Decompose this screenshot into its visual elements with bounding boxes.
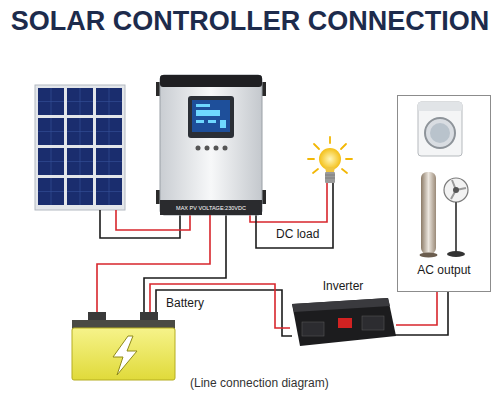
node-label: Battery xyxy=(166,296,269,310)
charge-controller xyxy=(156,75,266,215)
node-label: Inverter xyxy=(290,279,396,293)
inverter xyxy=(302,322,324,336)
wire-label: DC load xyxy=(276,227,319,241)
appliances xyxy=(444,178,468,202)
node-label: MAX PV VOLTAGE:230VDC xyxy=(156,205,266,212)
charge-controller xyxy=(160,75,262,215)
charge-controller xyxy=(214,146,219,151)
inverter xyxy=(338,318,352,328)
light-bulb xyxy=(308,158,314,160)
charge-controller xyxy=(160,75,262,87)
appliances xyxy=(418,102,462,111)
wire xyxy=(394,292,448,335)
light-bulb xyxy=(325,175,335,176)
charge-controller xyxy=(223,146,228,151)
wire-connector xyxy=(396,292,437,325)
wire xyxy=(256,183,333,248)
charge-controller xyxy=(205,146,210,151)
appliances xyxy=(418,102,468,258)
title-holder: SOLAR CONTROLLER CONNECTION xyxy=(0,6,500,37)
light-bulb xyxy=(325,167,335,172)
caption: (Line connection diagram) xyxy=(190,376,329,390)
charge-controller xyxy=(196,120,204,123)
node-label: AC output xyxy=(398,263,490,277)
light-bulb xyxy=(308,137,352,183)
solar-panel xyxy=(35,85,125,210)
appliances xyxy=(421,172,436,254)
charge-controller xyxy=(196,110,220,116)
light-bulb xyxy=(325,172,335,183)
charge-controller xyxy=(196,104,210,107)
charge-controller xyxy=(220,120,226,128)
light-bulb xyxy=(314,144,319,149)
inverter xyxy=(362,316,384,330)
appliances xyxy=(447,251,465,257)
light-bulb xyxy=(341,144,346,149)
wire-connector xyxy=(150,284,290,328)
solar-panel xyxy=(38,88,122,205)
battery-box: Battery xyxy=(72,312,175,380)
caption-holder: (Line connection diagram) xyxy=(190,376,329,390)
label-holder: DC load xyxy=(276,227,319,241)
light-bulb xyxy=(325,178,335,179)
inverter xyxy=(292,298,396,346)
appliances xyxy=(430,123,450,143)
wire xyxy=(156,290,292,336)
appliances xyxy=(453,187,459,193)
ac-output-box: AC output xyxy=(397,95,491,292)
appliances xyxy=(425,118,455,148)
battery xyxy=(72,328,175,380)
charge-controller xyxy=(196,146,201,151)
battery xyxy=(113,336,137,375)
title: SOLAR CONTROLLER CONNECTION xyxy=(11,6,490,37)
light-bulb xyxy=(329,137,331,143)
inverter xyxy=(292,298,396,346)
appliances xyxy=(418,102,462,156)
inverter xyxy=(292,298,390,312)
light-bulb xyxy=(342,169,347,173)
appliances xyxy=(451,180,466,199)
charge-controller xyxy=(188,96,234,138)
charge-controller xyxy=(192,100,230,132)
light-bulb xyxy=(346,158,352,160)
charge-controller xyxy=(208,120,216,123)
inverter-box: Inverter xyxy=(290,298,396,346)
charge-controller-box: MAX PV VOLTAGE:230VDC xyxy=(156,75,266,215)
light-bulb xyxy=(313,169,318,173)
solar-panel xyxy=(35,85,125,210)
wire xyxy=(100,183,448,336)
appliances xyxy=(455,202,457,252)
appliances xyxy=(420,253,438,258)
light-bulb xyxy=(308,137,352,173)
light-bulb xyxy=(319,148,341,170)
battery xyxy=(72,312,175,380)
